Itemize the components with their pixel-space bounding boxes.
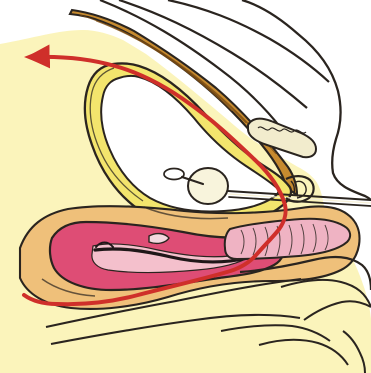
instrument-bulb bbox=[188, 168, 228, 204]
